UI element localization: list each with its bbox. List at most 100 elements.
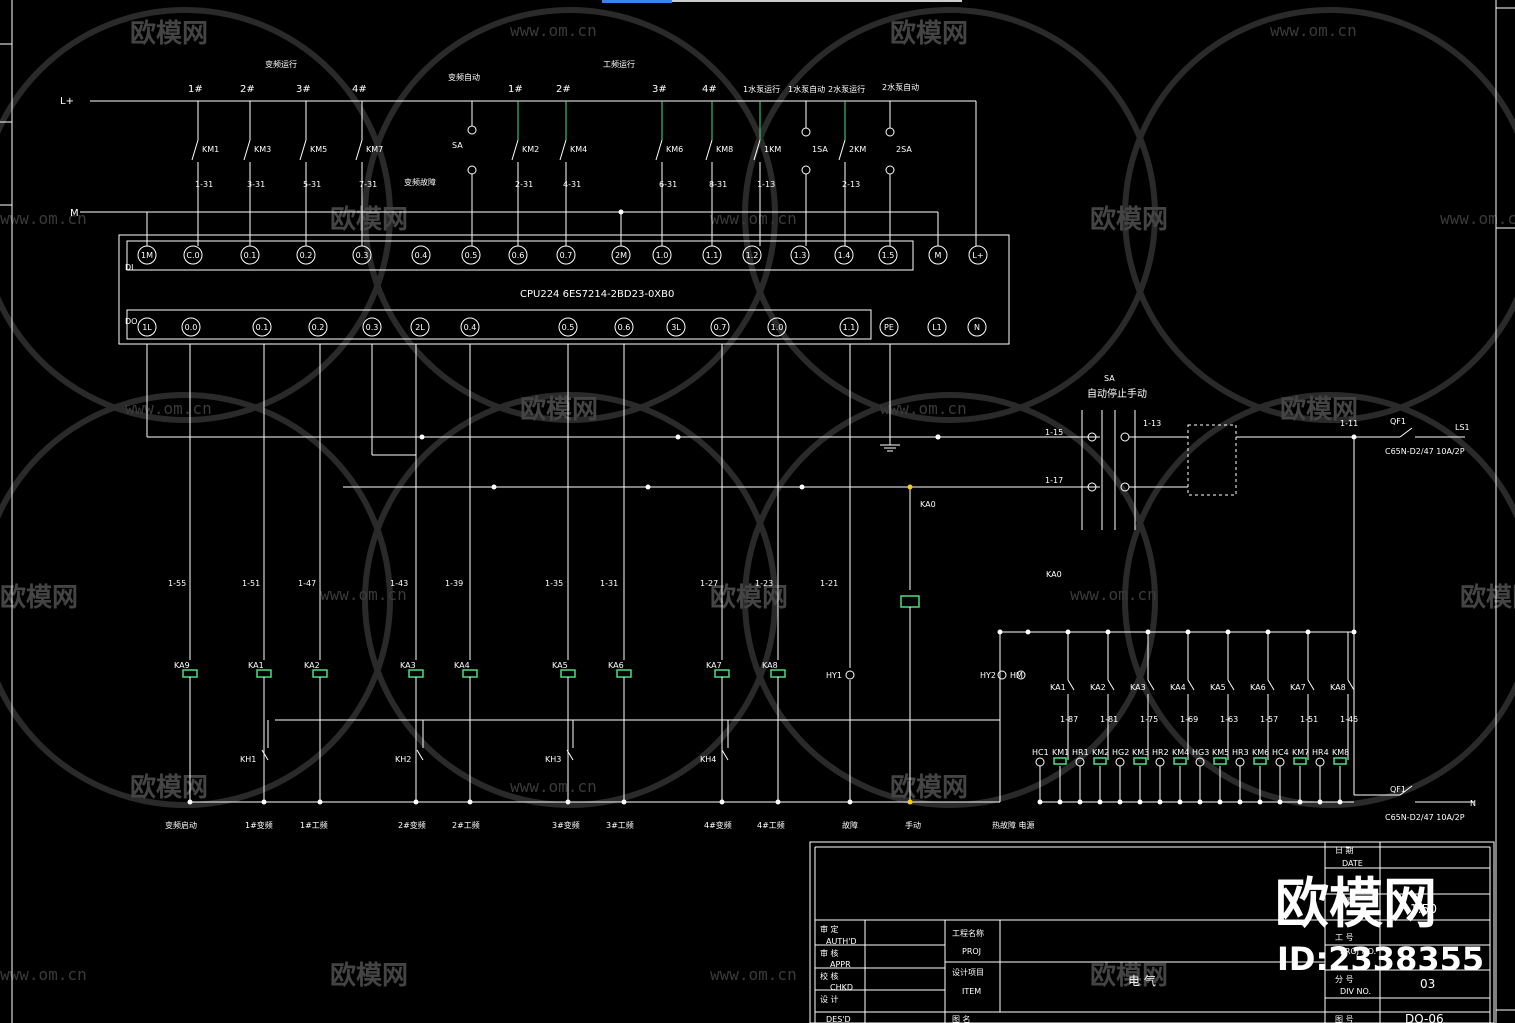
breaker-spec: C65N-D2/47 10A/2P	[1385, 447, 1465, 456]
plc-input-terminal	[352, 245, 372, 265]
lamp-label: KM2	[1092, 748, 1109, 757]
wire	[191, 139, 199, 161]
bottom-label: 故障	[842, 820, 858, 830]
junction-dot	[1297, 799, 1303, 805]
channel-number: 1#	[508, 84, 523, 95]
wire	[1227, 679, 1235, 691]
junction-dot	[719, 799, 725, 805]
bottom-label: 3#工频	[606, 820, 634, 830]
plc-output-label: 0.2	[312, 323, 325, 332]
watermark-brand: 欧模网	[130, 18, 208, 49]
bottom-label: 变频启动	[165, 820, 197, 830]
wire-label: 1-47	[298, 579, 316, 588]
watermark-brand: 欧模网	[1280, 394, 1358, 425]
plc-output-label: N	[974, 323, 980, 332]
relay-contact-label: KA4	[1170, 683, 1186, 692]
junction-dot	[1097, 799, 1103, 805]
tb-date: 日 期	[1335, 846, 1354, 855]
label-pump1-auto: 1水泵自动	[788, 84, 825, 94]
plc-output-label: 1.1	[843, 323, 856, 332]
neutral-label: N	[1470, 799, 1476, 808]
switch-contact	[801, 127, 811, 137]
wire-label: 1-87	[1060, 715, 1078, 724]
plc-input-label: 0.5	[465, 251, 478, 260]
tb-design-en: DES'D	[826, 1015, 851, 1023]
breaker-label: QF1	[1390, 417, 1406, 426]
plc-input-label: 2M	[615, 251, 627, 260]
wire-label: 1-69	[1180, 715, 1198, 724]
selector-contact	[1087, 482, 1097, 492]
plc-input-terminal	[790, 245, 810, 265]
right-section: SA 自动停止手动 1-15 1-17 1-13 1-11 QF1 C65N-D…	[980, 374, 1476, 822]
junction-dot	[1237, 799, 1243, 805]
junction-dot	[1037, 799, 1043, 805]
lamp-label: HC4	[1272, 748, 1289, 757]
wire	[243, 139, 251, 161]
overload-label: KH1	[240, 755, 256, 764]
wire-label: 1-31	[600, 579, 618, 588]
bottom-label: 手动	[905, 820, 921, 830]
junction-dot	[675, 434, 681, 440]
channel-number: 3#	[296, 84, 311, 95]
wire-label: 1-75	[1140, 715, 1158, 724]
plc-input-terminal	[508, 245, 528, 265]
interlock-box	[1187, 424, 1237, 496]
relay-coil	[408, 669, 424, 678]
watermark-brand: 欧模网	[520, 394, 598, 425]
plc-output-label: 0.5	[562, 323, 575, 332]
contactor-coil	[1093, 757, 1107, 765]
wire-label: 7-31	[359, 180, 377, 189]
junction-dot	[1257, 799, 1263, 805]
plc-output-label: 0.0	[185, 323, 198, 332]
plc-output-label: 0.4	[464, 323, 477, 332]
tb-check: 审 核	[820, 948, 839, 958]
plc-input-label: 1.2	[746, 251, 759, 260]
plc-input-label: 0.4	[415, 251, 428, 260]
watermark-url: www.om.cn	[510, 21, 597, 40]
wire	[1399, 785, 1413, 796]
junction-dot	[1025, 629, 1031, 635]
wire	[566, 749, 574, 761]
plc-input-terminal	[461, 245, 481, 265]
wire-label: 3-31	[247, 180, 265, 189]
watermark-url: www.om.cn	[0, 209, 87, 228]
switch-contact	[801, 165, 811, 175]
wire-label: 5-31	[303, 180, 321, 189]
contactor-label: KM2	[522, 145, 539, 154]
plc-output-label: PE	[884, 323, 894, 332]
plc-output-label: 0.3	[366, 323, 379, 332]
switch-contact	[467, 165, 477, 175]
lamp-label: HY1	[826, 671, 842, 680]
plc-output-terminal	[137, 317, 157, 337]
tb-proof: 校 核	[820, 971, 839, 981]
plc-input-label: 1.5	[882, 251, 895, 260]
junction-dot	[935, 434, 941, 440]
plc-di-tag: DI	[125, 263, 134, 272]
contactor-coil	[1053, 757, 1067, 765]
plc-output-label: 0.7	[714, 323, 727, 332]
coil-label: KA0	[920, 500, 936, 509]
wire-label: 1-27	[700, 579, 718, 588]
contactor-coil	[1293, 757, 1307, 765]
channel-number: 1#	[188, 84, 203, 95]
plc-outline	[118, 234, 1010, 345]
plc-output-label: 1.0	[771, 323, 784, 332]
label-vf-run: 变频运行	[265, 59, 297, 69]
wire	[299, 139, 307, 161]
selection-bar	[672, 0, 962, 2]
selector-contact	[1120, 432, 1130, 442]
lamp-label: HC1	[1032, 748, 1049, 757]
plc-input-label: 0.3	[356, 251, 369, 260]
plc-input-terminal	[183, 245, 203, 265]
rail-lplus-label: L+	[60, 96, 74, 107]
wire	[1307, 679, 1315, 691]
wire-label: 1-11	[1340, 419, 1358, 428]
coil-label: KA9	[174, 661, 190, 670]
tb-project: 工程名称	[952, 928, 984, 938]
watermark-brand: 欧模网	[710, 582, 788, 613]
plc-output-label: L1	[932, 323, 942, 332]
wire-label: 1-45	[1340, 715, 1358, 724]
junction-dot	[317, 799, 323, 805]
tb-scale: 比 例	[1335, 896, 1354, 906]
lamp-label: KM5	[1212, 748, 1229, 757]
